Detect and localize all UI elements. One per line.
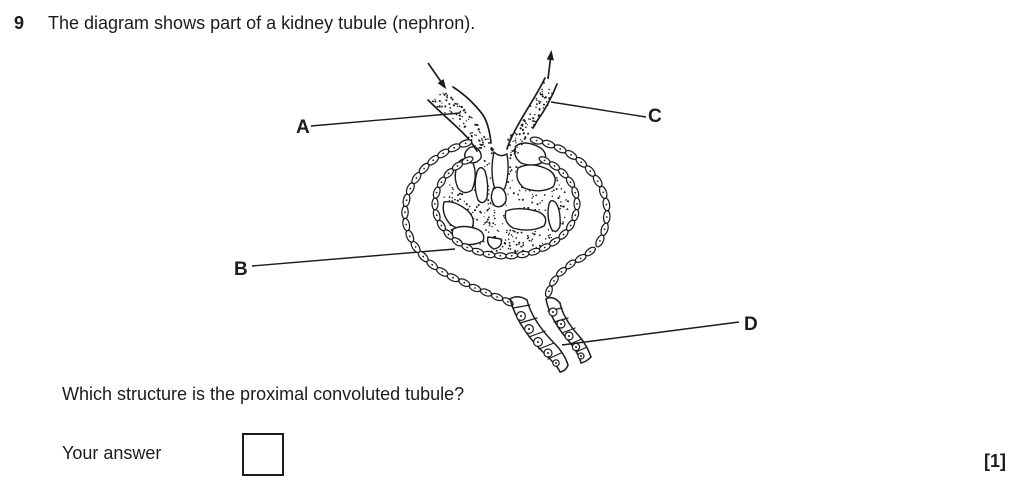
capsule-cell-chains [401,136,611,307]
diagram-label-a: A [296,117,310,138]
afferent-vessel-wall [427,99,478,152]
proximal-tubule [509,296,592,373]
efferent-vessel-wall [506,77,546,150]
question-stem: The diagram shows part of a kidney tubul… [48,13,476,33]
marks-badge: [1] [984,451,1006,471]
glomerulus-capillaries [442,142,561,250]
question-prompt: Which structure is the proximal convolut… [62,384,465,404]
question-number: 9 [14,13,25,33]
diagram-label-b: B [234,259,248,280]
answer-label: Your answer [62,443,162,463]
vessel-stipple [431,81,554,157]
label-a-line [310,112,461,127]
diagram-label-d: D [744,314,758,335]
label-b-line [251,248,456,267]
afferent-vessel-wall [452,86,492,144]
tubule-cells [515,307,585,367]
label-c-line [550,101,647,118]
efferent-vessel-wall [532,83,558,129]
label-d-line [561,321,740,346]
answer-box[interactable] [242,433,284,476]
flow-arrows [427,50,554,90]
glomerulus-stipple [443,157,570,254]
diagram-label-c: C [648,106,662,127]
leader-lines [251,101,740,346]
vessel-walls [427,77,558,152]
